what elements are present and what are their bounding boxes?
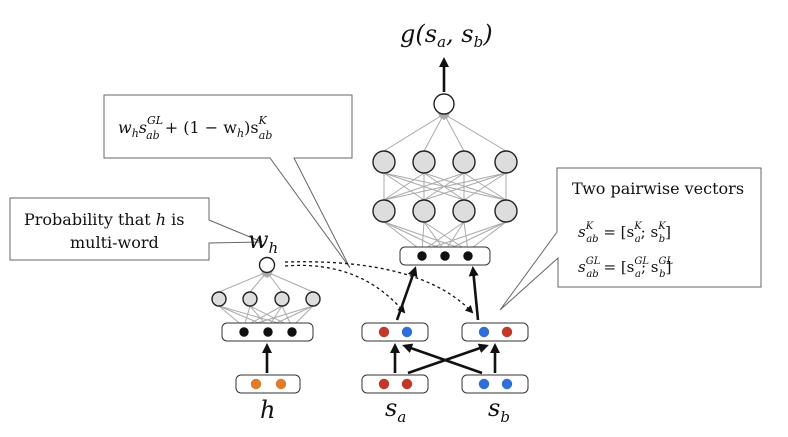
mlp-connection (443, 112, 465, 152)
mlp-connection (463, 172, 507, 201)
mlp-connection (421, 221, 465, 252)
hidden-neuron (372, 199, 396, 223)
pair-gl-vector-box (461, 322, 529, 342)
pair-k-vector-box (361, 322, 429, 342)
mlp-connection (467, 221, 507, 252)
nodes-layer (211, 93, 518, 390)
weight-mlp-connection (249, 270, 269, 293)
mlp-connection (423, 112, 445, 152)
weight-mlp-connection (265, 270, 314, 293)
sb-embedding-dot (478, 378, 490, 390)
input-label-sa: sa (385, 394, 406, 426)
pair-gl-dot-b (478, 326, 490, 338)
h-embedding-dot (275, 378, 287, 390)
input-label-h: h (260, 396, 275, 424)
hidden-neuron (494, 199, 518, 223)
mlp-connection (383, 221, 423, 252)
hidden-neuron (452, 150, 476, 174)
mlp-connection (423, 221, 446, 252)
weight-hidden-neuron (242, 291, 258, 307)
callout-probability: Probability that h is multi-word (9, 197, 263, 261)
mlp-connection (463, 221, 469, 252)
connections-layer (218, 112, 507, 328)
hidden-dot (263, 327, 273, 337)
pair-k-dot-b (401, 326, 413, 338)
hidden-dot (287, 327, 297, 337)
probability-line2: multi-word (70, 233, 159, 252)
pair-gl-dot-a (501, 326, 513, 338)
arrow-sb-cross (402, 343, 483, 375)
mlp-connection (383, 221, 446, 252)
input-label-sb: sb (488, 394, 510, 426)
mlp-connection (383, 112, 446, 152)
hidden-neuron (412, 199, 436, 223)
weight-hidden-neuron (305, 291, 321, 307)
probability-line1: Probability that h is (24, 210, 185, 229)
mlp-connection (421, 221, 425, 252)
weight-hidden-neuron (274, 291, 290, 307)
hidden-neuron (494, 150, 518, 174)
mlp-connection (383, 172, 507, 201)
mlp-connection (383, 172, 425, 201)
concat-dot (463, 251, 473, 261)
sa-embedding-box (361, 374, 429, 394)
pair-k-dot-a (378, 326, 390, 338)
weight-dashed-arrows (284, 261, 474, 314)
sa-embedding-dot (378, 378, 390, 390)
sb-embedding-box (461, 374, 529, 394)
hidden-dot (239, 327, 249, 337)
weight-hidden-neuron (211, 291, 227, 307)
output-label: g(sa, sb) (400, 20, 493, 51)
concat-dot (417, 251, 427, 261)
mlp-connection (421, 221, 507, 252)
weight-mlp-connection (218, 270, 269, 293)
dashed-arrow-to-k (284, 264, 406, 314)
sb-embedding-dot (501, 378, 513, 390)
weight-label: wh (248, 226, 278, 257)
vectors-title: Two pairwise vectors (572, 179, 744, 198)
h-embedding-box (235, 374, 301, 394)
hidden-neuron (412, 150, 436, 174)
mlp-connection (383, 172, 465, 201)
output-neuron (433, 93, 455, 115)
concat-dot (440, 251, 450, 261)
mlp-connection (442, 112, 507, 152)
hidden-neuron (372, 150, 396, 174)
dashed-arrow-to-gl (284, 261, 474, 314)
weight-output-neuron (258, 256, 276, 274)
hidden-neuron (452, 199, 476, 223)
mlp-connection (423, 172, 507, 201)
h-embedding-dot (250, 378, 262, 390)
mlp-connection (423, 221, 469, 252)
mlp-connection (444, 221, 465, 252)
sa-embedding-dot (401, 378, 413, 390)
mlp-connection (383, 221, 469, 252)
arrow-gl-to-concat (468, 266, 480, 321)
